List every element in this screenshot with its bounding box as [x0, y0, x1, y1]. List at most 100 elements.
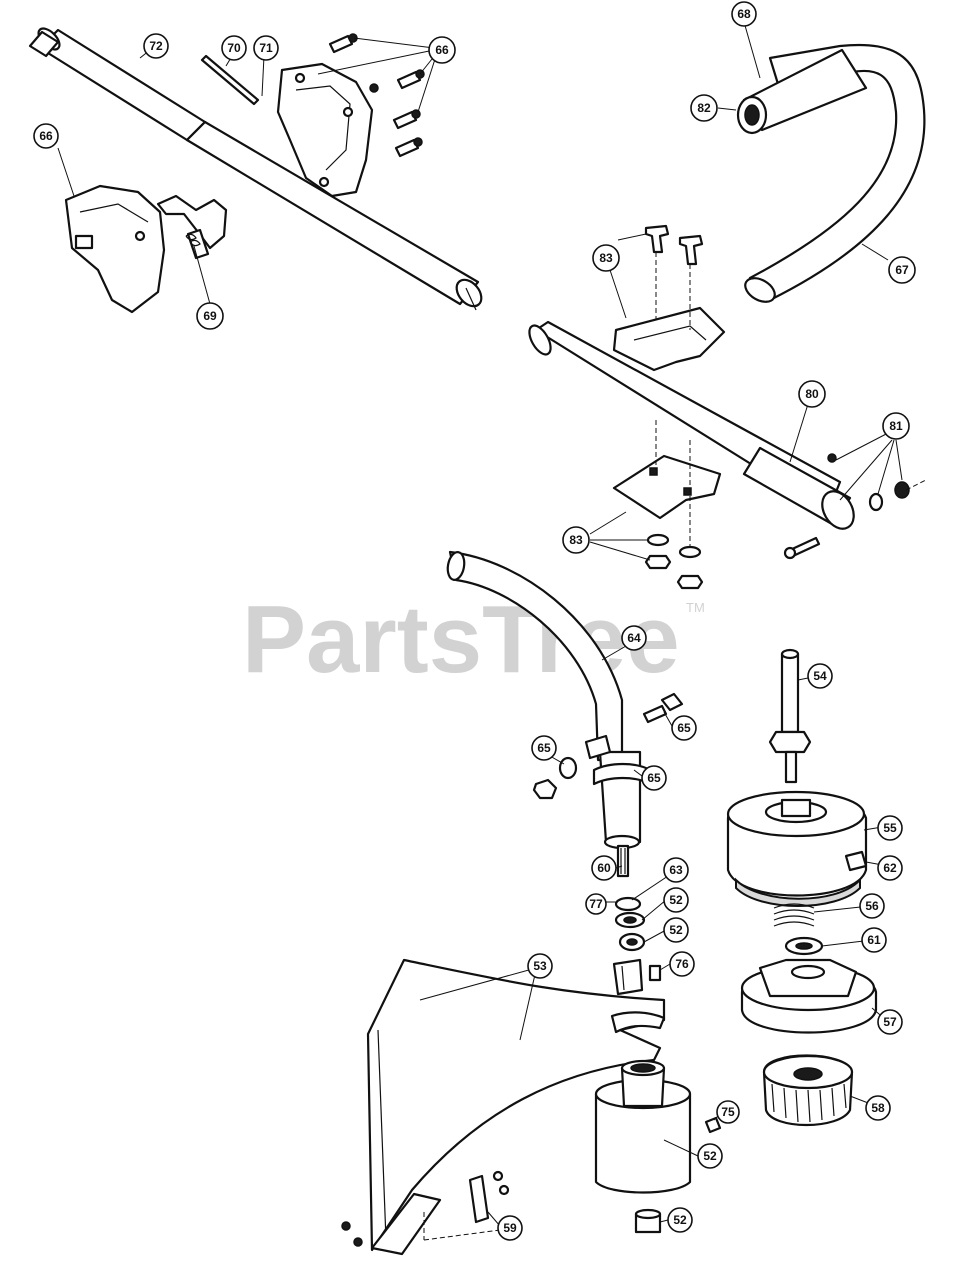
- spring-56: [773, 903, 815, 927]
- svg-text:82: 82: [697, 101, 711, 115]
- svg-text:80: 80: [805, 387, 819, 401]
- bolts-83: [644, 224, 704, 550]
- screw-75: [704, 1116, 722, 1134]
- svg-text:63: 63: [669, 863, 683, 877]
- washers-63-52: [614, 896, 646, 952]
- callout-64: 64: [621, 625, 647, 651]
- svg-text:52: 52: [703, 1149, 717, 1163]
- callout-77: 77: [585, 893, 607, 915]
- callout-58: 58: [865, 1095, 891, 1121]
- svg-text:83: 83: [599, 251, 613, 265]
- callout-63: 63: [663, 857, 689, 883]
- svg-text:70: 70: [227, 41, 241, 55]
- callout-69: 69: [196, 302, 224, 330]
- callout-65: 65: [531, 735, 557, 761]
- callout-66: 66: [428, 36, 456, 64]
- grip-sleeve-68: [736, 48, 868, 135]
- svg-text:62: 62: [883, 861, 897, 875]
- callout-75: 75: [716, 1100, 740, 1124]
- callout-66: 66: [33, 123, 59, 149]
- pin-70: [200, 54, 260, 106]
- svg-text:65: 65: [677, 721, 691, 735]
- callout-82: 82: [690, 94, 718, 122]
- callout-70: 70: [221, 35, 247, 61]
- svg-text:69: 69: [203, 309, 217, 323]
- callout-81: 81: [882, 412, 910, 440]
- callout-52: 52: [663, 917, 689, 943]
- svg-text:60: 60: [597, 861, 611, 875]
- svg-text:66: 66: [39, 129, 53, 143]
- deflector-shield-53: [366, 958, 666, 1256]
- callout-72: 72: [143, 33, 169, 59]
- svg-text:72: 72: [149, 39, 163, 53]
- gear-head-52: [594, 1059, 692, 1194]
- callout-55: 55: [877, 815, 903, 841]
- clamp-screw-65: [532, 692, 684, 800]
- svg-text:65: 65: [647, 771, 661, 785]
- callout-83: 83: [562, 526, 590, 554]
- callout-80: 80: [798, 380, 826, 408]
- shaft-tube-72: [28, 27, 483, 311]
- callout-54: 54: [807, 663, 833, 689]
- callout-59: 59: [497, 1215, 523, 1241]
- knob-58: [762, 1054, 854, 1126]
- callout-67: 67: [888, 256, 916, 284]
- nuts-washers-83: [644, 533, 704, 590]
- housing-55: [726, 790, 868, 907]
- svg-text:54: 54: [813, 669, 827, 683]
- callout-60: 60: [591, 855, 617, 881]
- callout-57: 57: [877, 1009, 903, 1035]
- throttle-housing-left: [64, 184, 166, 314]
- svg-text:55: 55: [883, 821, 897, 835]
- spring-69: [185, 233, 201, 247]
- svg-text:77: 77: [589, 897, 603, 911]
- spindle-54: [768, 648, 812, 784]
- throttle-trigger: [156, 194, 228, 260]
- callout-65: 65: [641, 765, 667, 791]
- handlebar-grip-67: [744, 43, 926, 303]
- fasteners-81: [783, 453, 927, 560]
- watermark-trademark: TM: [686, 600, 705, 615]
- washer-61: [784, 936, 824, 956]
- svg-text:58: 58: [871, 1101, 885, 1115]
- svg-text:66: 66: [435, 43, 449, 57]
- callout-52: 52: [667, 1207, 693, 1233]
- svg-text:71: 71: [259, 41, 273, 55]
- svg-text:61: 61: [867, 933, 881, 947]
- svg-text:65: 65: [537, 741, 551, 755]
- svg-text:76: 76: [675, 957, 689, 971]
- svg-text:52: 52: [669, 923, 683, 937]
- callout-61: 61: [861, 927, 887, 953]
- button-62: [844, 850, 868, 872]
- callout-65: 65: [671, 715, 697, 741]
- drive-cable-60: [616, 844, 630, 878]
- svg-text:53: 53: [533, 959, 547, 973]
- callout-52: 52: [663, 887, 689, 913]
- clamp-lower-83: [612, 454, 722, 520]
- svg-text:67: 67: [895, 263, 909, 277]
- throttle-housing-right: [276, 62, 374, 198]
- callout-62: 62: [877, 855, 903, 881]
- svg-text:56: 56: [865, 899, 879, 913]
- svg-text:68: 68: [737, 7, 751, 21]
- plug-52: [634, 1208, 662, 1234]
- svg-text:64: 64: [627, 631, 641, 645]
- callout-83: 83: [592, 244, 620, 272]
- callout-56: 56: [859, 893, 885, 919]
- bushing-77: [612, 958, 662, 996]
- svg-text:52: 52: [669, 893, 683, 907]
- handle-bar-80: [528, 320, 855, 530]
- svg-text:81: 81: [889, 419, 903, 433]
- svg-text:83: 83: [569, 533, 583, 547]
- svg-text:52: 52: [673, 1213, 687, 1227]
- callout-52: 52: [697, 1143, 723, 1169]
- callout-76: 76: [669, 951, 695, 977]
- clamp-upper-83: [612, 306, 726, 372]
- svg-text:57: 57: [883, 1015, 897, 1029]
- callout-71: 71: [253, 35, 279, 61]
- svg-text:59: 59: [503, 1221, 517, 1235]
- spool-57: [740, 958, 878, 1034]
- bracket-59: [341, 1170, 510, 1247]
- curved-shaft-64: [446, 550, 652, 850]
